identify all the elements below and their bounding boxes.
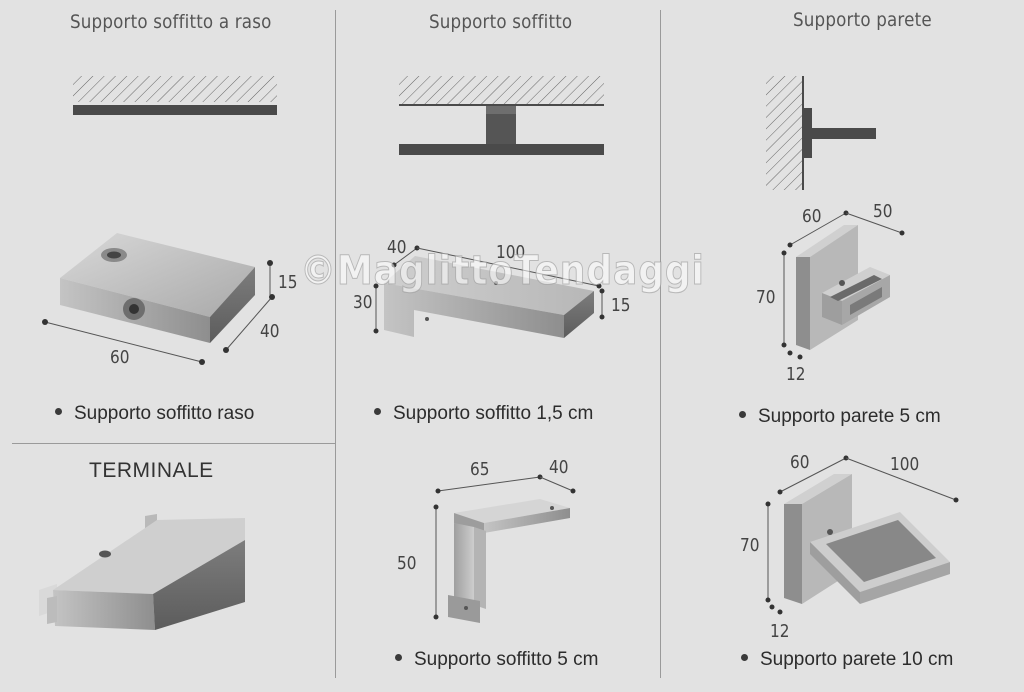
bullet-icon (395, 654, 402, 662)
dim-wall10-d: 12 (770, 621, 790, 642)
dim-flush-depth: 40 (260, 321, 280, 342)
bullet-icon (739, 411, 746, 419)
dim-wall5-c: 70 (756, 287, 776, 308)
caption-wall-10: Supporto parete 10 cm (741, 649, 953, 671)
caption-ceiling-5: Supporto soffitto 5 cm (395, 649, 598, 671)
schematic-ceiling (399, 76, 604, 155)
product-terminale (39, 514, 245, 630)
dim-wall5-d: 12 (786, 364, 806, 385)
caption-flush-ceiling: Supporto soffitto raso (55, 403, 254, 425)
bullet-icon (55, 408, 62, 416)
divider-terminale (12, 443, 335, 444)
schematic-wall (766, 76, 876, 190)
terminale-title: TERMINALE (89, 459, 214, 482)
bullet-icon (741, 654, 748, 662)
dim-wall5-b: 50 (873, 201, 893, 222)
dim-wall10-b: 100 (890, 454, 920, 475)
header-ceiling: Supporto soffitto (429, 11, 573, 33)
bullet-icon (374, 408, 381, 416)
product-flush-ceiling (42, 233, 275, 365)
product-wall-10 (765, 455, 959, 615)
product-ceiling-5 (433, 474, 576, 623)
caption-ceiling-15: Supporto soffitto 1,5 cm (374, 403, 593, 425)
dim-wall5-a: 60 (802, 206, 822, 227)
dim-wall10-c: 70 (740, 535, 760, 556)
dim-ceiling5-b: 40 (549, 457, 569, 478)
dim-ceiling15-c: 30 (353, 292, 373, 313)
dim-flush-height: 15 (278, 272, 298, 293)
product-wall-5 (781, 210, 905, 360)
dim-flush-width: 60 (110, 347, 130, 368)
dim-ceiling15-a: 40 (387, 237, 407, 258)
dim-ceiling5-c: 50 (397, 553, 417, 574)
header-flush-ceiling: Supporto soffitto a raso (70, 11, 272, 33)
dim-ceiling5-a: 65 (470, 459, 490, 480)
schematic-flush-ceiling (73, 76, 277, 115)
product-ceiling-15 (373, 245, 605, 338)
divider-right (660, 10, 661, 678)
dim-ceiling15-d: 15 (611, 295, 631, 316)
caption-wall-5: Supporto parete 5 cm (739, 406, 941, 428)
dim-ceiling15-b: 100 (496, 242, 526, 263)
header-wall: Supporto parete (793, 9, 932, 31)
dim-wall10-a: 60 (790, 452, 810, 473)
divider-left (335, 10, 336, 678)
watermark: ©MaglittoTendaggi (300, 248, 705, 295)
